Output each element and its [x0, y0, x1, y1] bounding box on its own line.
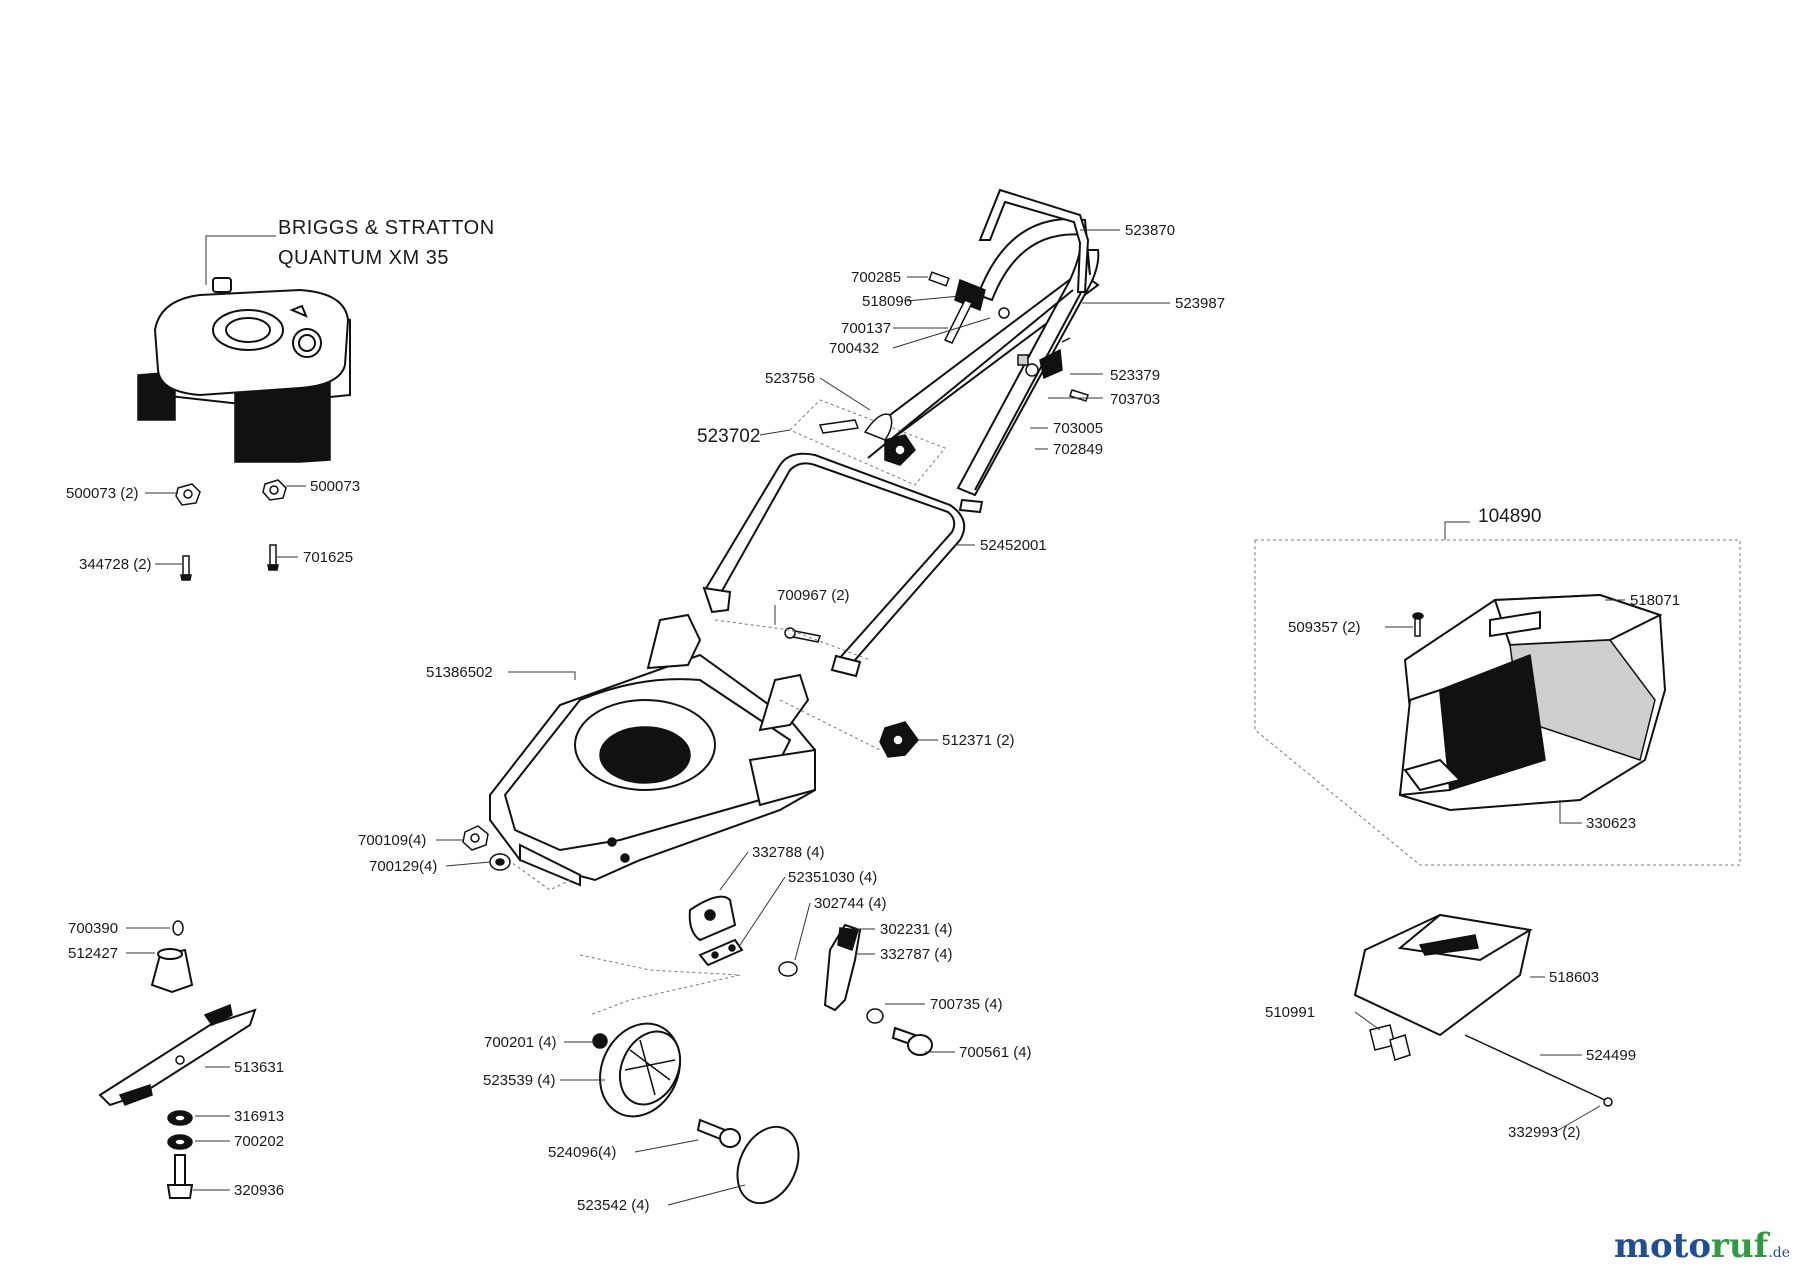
lever-332787 — [823, 923, 862, 1012]
label-524096-4: 524096(4) — [548, 1144, 616, 1161]
label-510991: 510991 — [1265, 1004, 1315, 1021]
label-332787-4: 332787 (4) — [880, 946, 953, 963]
label-500073: 500073 — [310, 478, 360, 495]
label-518603: 518603 — [1549, 969, 1599, 986]
label-332993-2: 332993 (2) — [1508, 1124, 1581, 1141]
nut-700109 — [462, 825, 489, 851]
label-523870: 523870 — [1125, 222, 1175, 239]
label-703703: 703703 — [1110, 391, 1160, 408]
link-52351030 — [698, 938, 744, 967]
label-302744-4: 302744 (4) — [814, 895, 887, 912]
nut-500073 — [262, 479, 287, 501]
watermark-main-b: ruf — [1711, 1226, 1769, 1266]
height-plate-332788 — [688, 895, 737, 942]
label-700201-4: 700201 (4) — [484, 1034, 557, 1051]
knob-512371 — [879, 721, 919, 758]
label-513631: 513631 — [234, 1059, 284, 1076]
bail-lever — [978, 188, 1090, 293]
label-700561-4: 700561 (4) — [959, 1044, 1032, 1061]
label-500073-2: 500073 (2) — [66, 485, 139, 502]
label-523987: 523987 — [1175, 295, 1225, 312]
label-700390: 700390 — [68, 920, 118, 937]
label-302231-4: 302231 (4) — [880, 921, 953, 938]
bolt-344728 — [180, 555, 192, 581]
bolt-701625 — [267, 544, 279, 571]
rod-524499 — [1464, 1034, 1613, 1107]
upper-handle — [867, 218, 1100, 514]
engine-illustration — [137, 277, 351, 463]
dash-deck-right — [779, 699, 881, 751]
washer-700202 — [167, 1134, 193, 1150]
washer-316913 — [167, 1110, 193, 1126]
blade-513631 — [98, 1003, 257, 1107]
nut-500073-2 — [175, 483, 201, 506]
label-104890: 104890 — [1478, 506, 1541, 527]
cap-700390 — [172, 920, 184, 936]
label-316913: 316913 — [234, 1108, 284, 1125]
engine-leader — [205, 235, 276, 285]
label-330623: 330623 — [1586, 815, 1636, 832]
label-523756: 523756 — [765, 370, 815, 387]
leader-lines — [126, 229, 1625, 1206]
watermark-main-a: moto — [1613, 1226, 1712, 1266]
label-700129-4: 700129(4) — [369, 858, 437, 875]
catcher-bracket — [1444, 521, 1470, 540]
dash-height — [579, 954, 741, 1016]
engine-line2: QUANTUM XM 35 — [278, 247, 449, 269]
label-700109-4: 700109(4) — [358, 832, 426, 849]
screw-509357 — [1412, 612, 1424, 637]
bolt-320936 — [166, 1154, 194, 1199]
grass-catcher — [1398, 593, 1667, 812]
label-523539-4: 523539 (4) — [483, 1072, 556, 1089]
dash-deck-left — [507, 859, 571, 891]
label-344728-2: 344728 (2) — [79, 556, 152, 573]
label-518071: 518071 — [1630, 592, 1680, 609]
label-524499: 524499 — [1586, 1047, 1636, 1064]
label-700285: 700285 — [851, 269, 901, 286]
label-700432: 700432 — [829, 340, 879, 357]
label-51386502: 51386502 — [426, 664, 493, 681]
handle-fittings — [928, 271, 1089, 402]
label-512427: 512427 — [68, 945, 118, 962]
wheel-523539 — [599, 1022, 682, 1118]
bolt-700967 — [784, 627, 821, 643]
label-512371-2: 512371 (2) — [942, 732, 1015, 749]
label-703005: 703005 — [1053, 420, 1103, 437]
label-700735-4: 700735 (4) — [930, 996, 1003, 1013]
lower-handle — [702, 452, 966, 678]
adapter-512427 — [150, 948, 194, 994]
label-523542-4: 523542 (4) — [577, 1197, 650, 1214]
label-52452001: 52452001 — [980, 537, 1047, 554]
label-52351030-4: 52351030 (4) — [788, 869, 877, 886]
bolt-700561 — [891, 1026, 933, 1056]
watermark-suffix: .de — [1768, 1245, 1790, 1261]
label-701625: 701625 — [303, 549, 353, 566]
label-320936: 320936 — [234, 1182, 284, 1199]
label-700202: 700202 — [234, 1133, 284, 1150]
label-700967-2: 700967 (2) — [777, 587, 850, 604]
axle-bolt-524096 — [696, 1118, 741, 1148]
part-labels: 523870 700285 518096 523987 700137 70043… — [66, 222, 1680, 1214]
label-523379: 523379 — [1110, 367, 1160, 384]
clamp-set-523702 — [789, 399, 946, 486]
deflector-518603 — [1353, 913, 1533, 1037]
engine-line1: BRIGGS & STRATTON — [278, 217, 495, 239]
spring-510991 — [1369, 1024, 1411, 1061]
gear-700201 — [592, 1033, 608, 1049]
dash-700967 — [714, 619, 871, 661]
catcher-dash-box — [1254, 539, 1741, 866]
label-518096: 518096 — [862, 293, 912, 310]
mower-deck — [489, 613, 816, 887]
label-700137: 700137 — [841, 320, 891, 337]
label-702849: 702849 — [1053, 441, 1103, 458]
label-332788-4: 332788 (4) — [752, 844, 825, 861]
site-watermark: motoruf.de — [1614, 1226, 1790, 1266]
label-509357-2: 509357 (2) — [1288, 619, 1361, 636]
hubcap-523542 — [736, 1125, 800, 1205]
washer-700735 — [866, 1008, 884, 1024]
washer-700129 — [489, 853, 511, 871]
spacer-302744 — [778, 961, 798, 977]
label-523702: 523702 — [697, 426, 760, 447]
